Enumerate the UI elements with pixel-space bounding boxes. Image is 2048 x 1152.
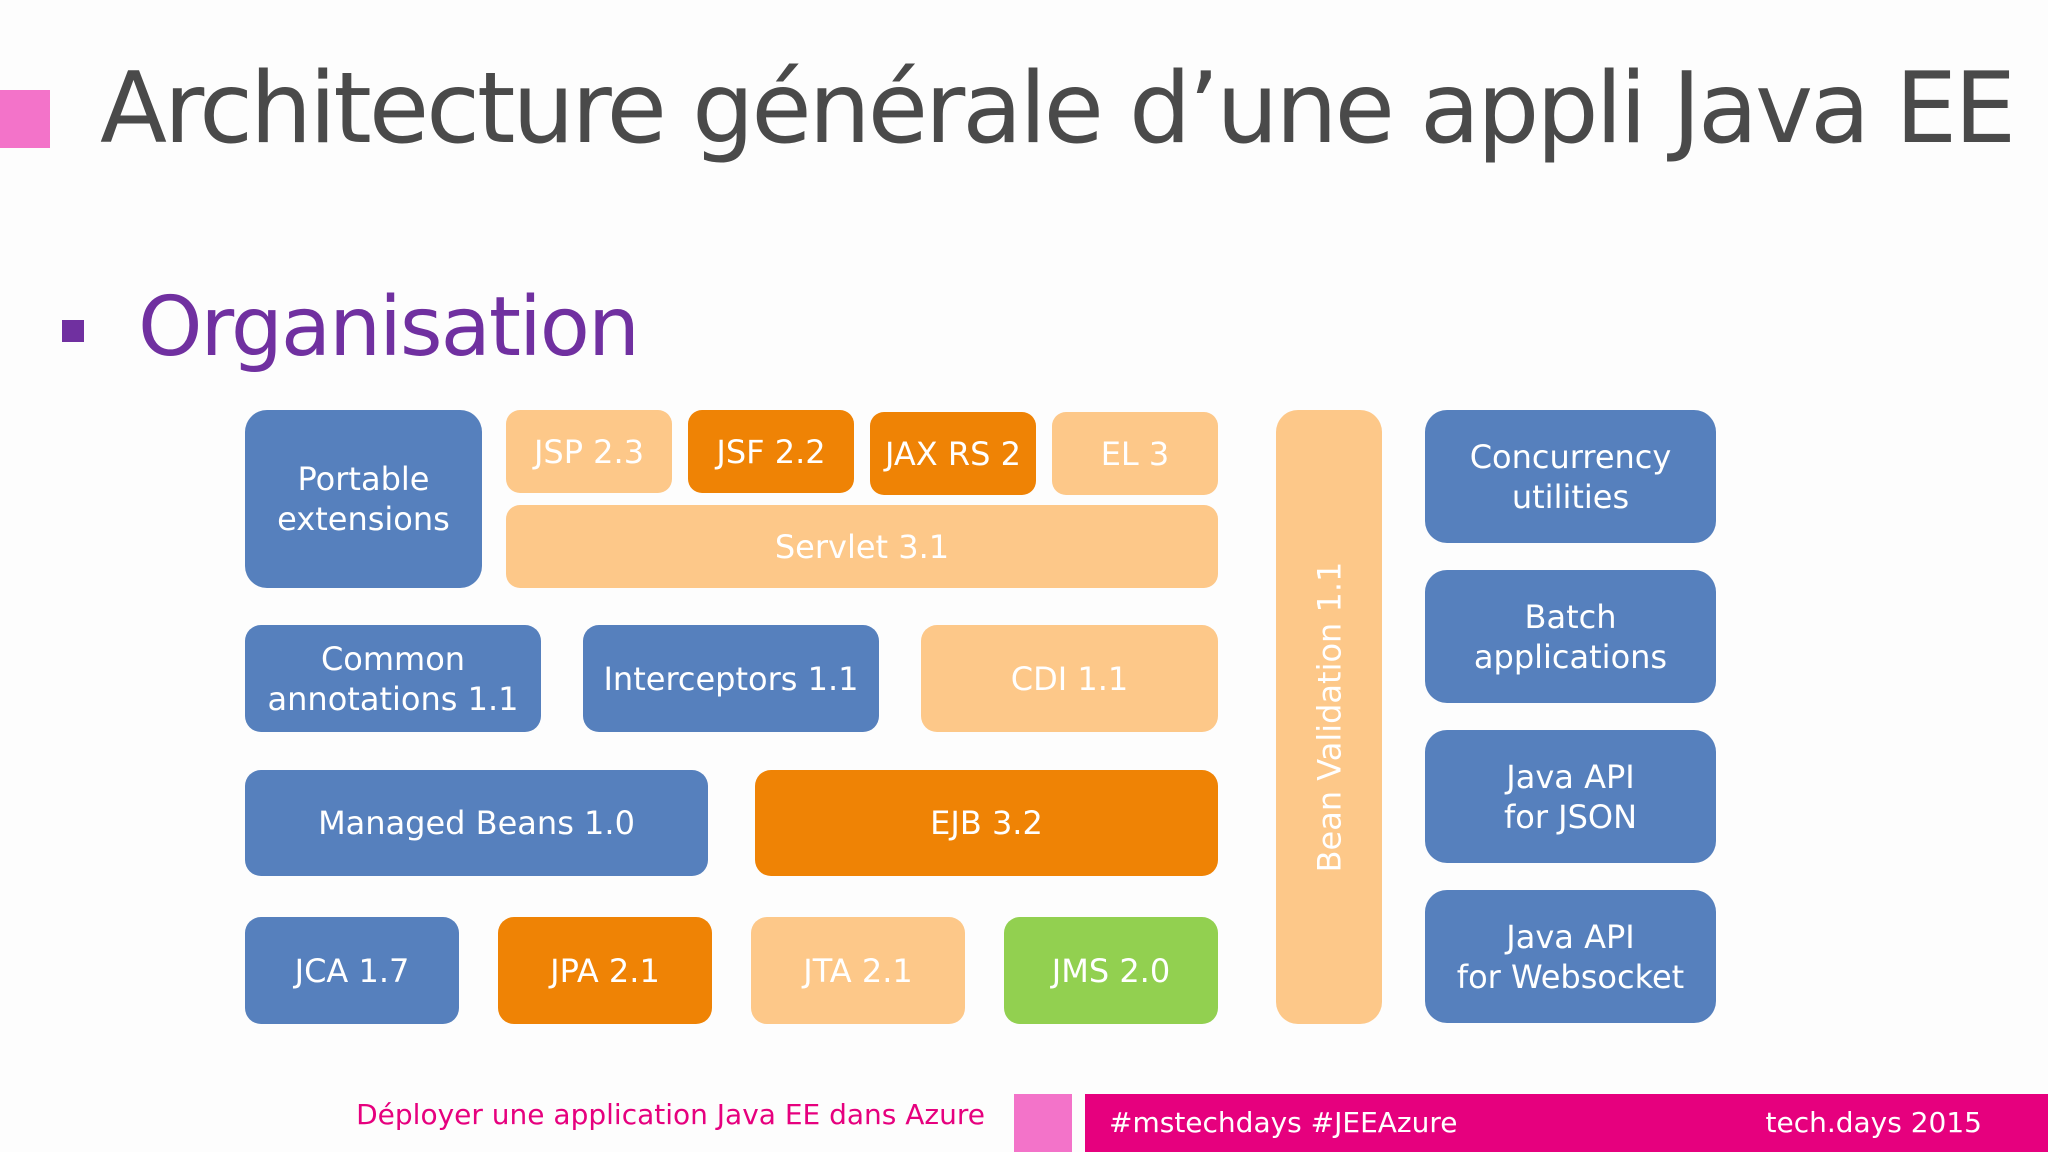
box-java-api-websocket: Java API for Websocket — [1425, 890, 1716, 1023]
box-common-annotations: Common annotations 1.1 — [245, 625, 541, 732]
box-ejb: EJB 3.2 — [755, 770, 1218, 876]
box-managed-beans: Managed Beans 1.0 — [245, 770, 708, 876]
box-jta: JTA 2.1 — [751, 917, 965, 1024]
box-servlet: Servlet 3.1 — [506, 505, 1218, 588]
box-jsp: JSP 2.3 — [506, 410, 672, 493]
footer-session-title: Déployer une application Java EE dans Az… — [356, 1098, 985, 1131]
footer-bar: #mstechdays #JEEAzure tech.days 2015 — [1085, 1094, 2048, 1152]
box-el: EL 3 — [1052, 412, 1218, 495]
box-portable-extensions: Portable extensions — [245, 410, 482, 588]
box-bean-validation: Bean Validation 1.1 — [1276, 410, 1382, 1024]
bean-validation-label: Bean Validation 1.1 — [1310, 561, 1348, 873]
box-jca: JCA 1.7 — [245, 917, 459, 1024]
footer-square — [1014, 1094, 1072, 1152]
box-jms: JMS 2.0 — [1004, 917, 1218, 1024]
box-jax-rs: JAX RS 2 — [870, 412, 1036, 495]
box-interceptors: Interceptors 1.1 — [583, 625, 879, 732]
slide-title: Architecture générale d’une appli Java E… — [100, 52, 2048, 166]
slide-subtitle: Organisation — [138, 280, 640, 375]
title-marker — [0, 90, 50, 148]
box-concurrency-utilities: Concurrency utilities — [1425, 410, 1716, 543]
bullet-square-icon — [62, 320, 84, 342]
footer-event: tech.days 2015 — [1765, 1106, 1983, 1139]
box-batch-applications: Batch applications — [1425, 570, 1716, 703]
box-java-api-json: Java API for JSON — [1425, 730, 1716, 863]
footer-hashtags: #mstechdays #JEEAzure — [1109, 1106, 1458, 1139]
box-jpa: JPA 2.1 — [498, 917, 712, 1024]
box-jsf: JSF 2.2 — [688, 410, 854, 493]
box-cdi: CDI 1.1 — [921, 625, 1218, 732]
